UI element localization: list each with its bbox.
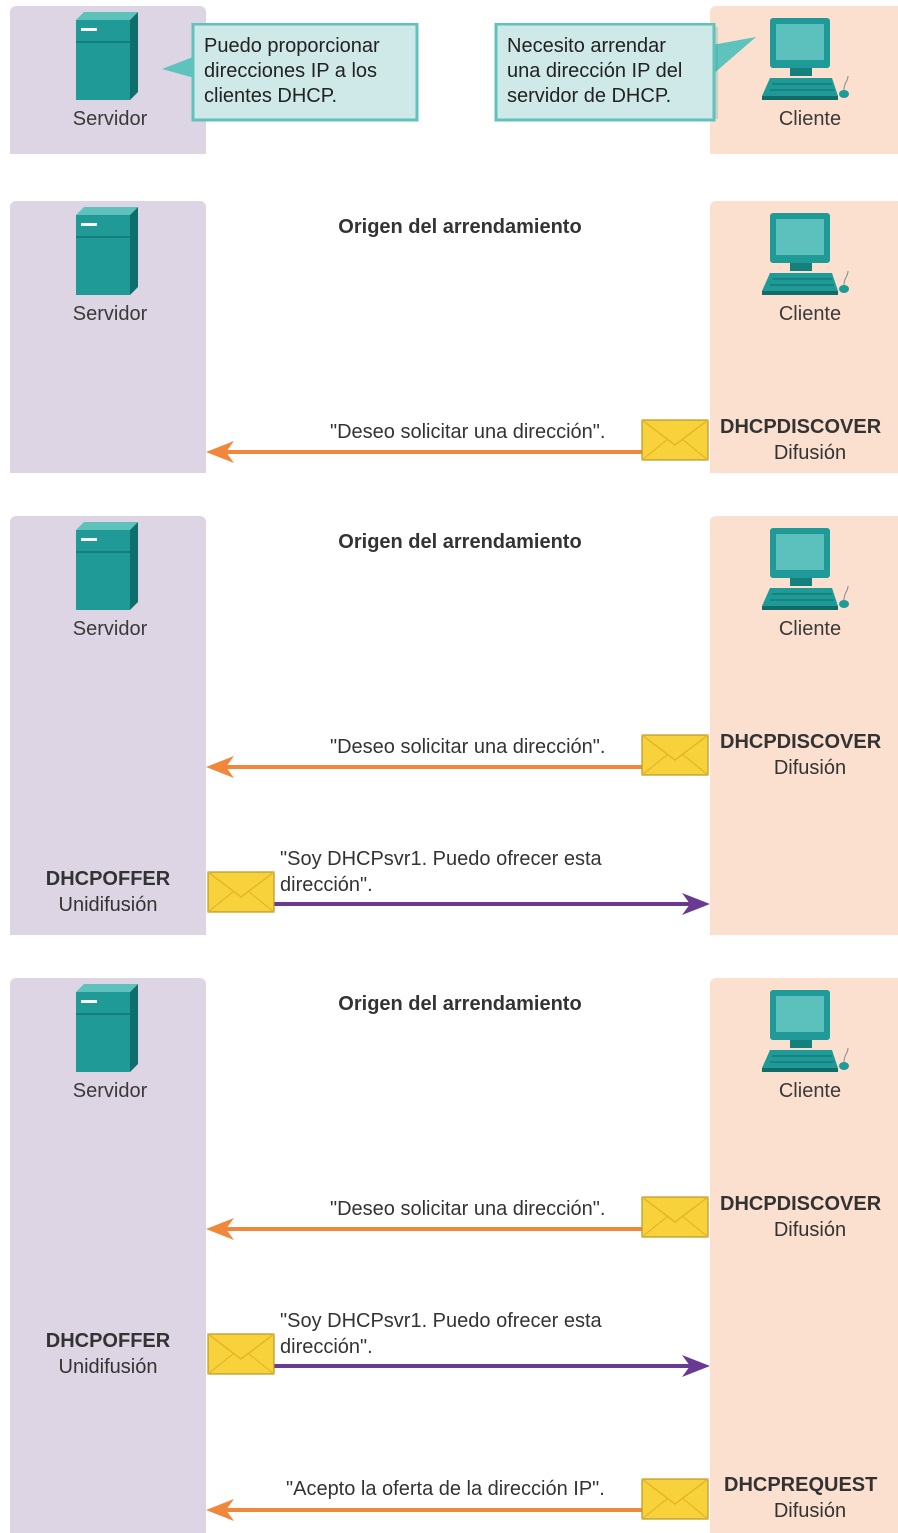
offer-type-label: DHCPOFFER — [45, 1330, 171, 1352]
server-label: Servidor — [72, 108, 148, 130]
discover-message-text: "Deseo solicitar una dirección". — [330, 1198, 606, 1220]
offer-arrow — [272, 893, 710, 915]
discover-arrow — [206, 441, 644, 463]
offer-message-text: "Soy DHCPsvr1. Puedo ofrecer esta direcc… — [280, 848, 602, 896]
client-icon — [758, 16, 850, 100]
request-message-text: "Acepto la oferta de la dirección IP". — [286, 1478, 605, 1500]
request-arrow — [206, 1499, 644, 1521]
server-label: Servidor — [72, 303, 148, 325]
server-label: Servidor — [72, 618, 148, 640]
server-callout-bubble — [162, 23, 419, 122]
envelope-icon — [207, 871, 275, 913]
request-mode-label: Difusión — [773, 1500, 847, 1522]
client-callout-text: Necesito arrendar una dirección IP del s… — [507, 34, 682, 109]
panel-request: Servidor Cliente Origen del arrendamient… — [0, 978, 898, 1533]
envelope-icon — [641, 419, 709, 461]
panel-intro: Servidor Cliente Puedo proporcionar dire… — [0, 6, 898, 154]
panel-offer: Servidor Cliente Origen del arrendamient… — [0, 516, 898, 935]
discover-arrow — [206, 1218, 644, 1240]
server-callout-line-2: direcciones IP a los — [204, 60, 378, 82]
offer-message-text: "Soy DHCPsvr1. Puedo ofrecer esta direcc… — [280, 1310, 602, 1358]
request-type-label: DHCPREQUEST — [724, 1474, 878, 1496]
discover-mode-label: Difusión — [773, 757, 847, 779]
client-label: Cliente — [778, 618, 842, 640]
discover-arrow — [206, 756, 644, 778]
discover-message-text: "Deseo solicitar una dirección". — [330, 736, 606, 758]
discover-message-text: "Deseo solicitar una dirección". — [330, 421, 606, 443]
lease-origin-title: Origen del arrendamiento — [338, 216, 582, 238]
lease-origin-title: Origen del arrendamiento — [338, 993, 582, 1015]
client-label: Cliente — [778, 108, 842, 130]
offer-mode-label: Unidifusión — [58, 894, 158, 916]
panel-discover: Servidor Cliente Origen del arrendamient… — [0, 201, 898, 473]
client-callout-line-1: Necesito arrendar — [507, 35, 666, 57]
client-label: Cliente — [778, 303, 842, 325]
server-icon — [72, 10, 142, 100]
discover-type-label: DHCPDISCOVER — [720, 731, 882, 753]
server-callout-text: Puedo proporcionar direcciones IP a los … — [204, 34, 380, 109]
server-callout-line-3: clientes DHCP. — [204, 85, 338, 107]
offer-type-label: DHCPOFFER — [45, 868, 171, 890]
client-callout-line-3: servidor de DHCP. — [507, 85, 672, 107]
lease-origin-title: Origen del arrendamiento — [338, 531, 582, 553]
server-label: Servidor — [72, 1080, 148, 1102]
client-callout-bubble — [494, 23, 756, 122]
offer-mode-label: Unidifusión — [58, 1356, 158, 1378]
client-label: Cliente — [778, 1080, 842, 1102]
discover-mode-label: Difusión — [773, 442, 847, 464]
client-callout-line-2: una dirección IP del — [507, 60, 683, 82]
discover-mode-label: Difusión — [773, 1219, 847, 1241]
discover-type-label: DHCPDISCOVER — [720, 416, 882, 438]
discover-type-label: DHCPDISCOVER — [720, 1193, 882, 1215]
server-callout-line-1: Puedo proporcionar — [204, 35, 380, 57]
envelope-icon — [641, 1478, 709, 1520]
offer-arrow — [272, 1355, 710, 1377]
